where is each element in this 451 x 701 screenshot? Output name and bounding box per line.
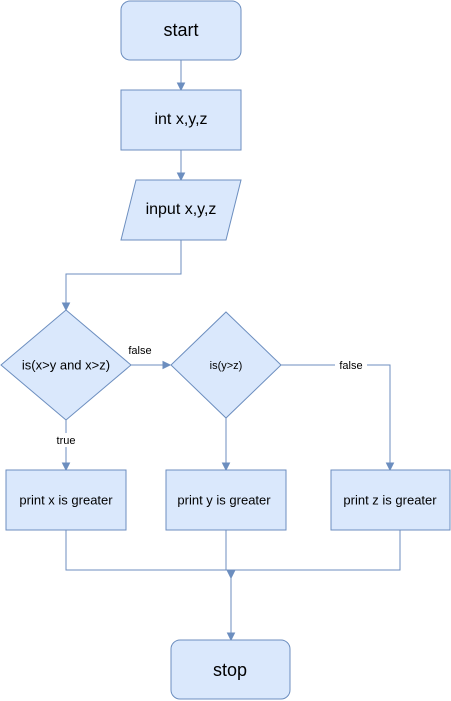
false-label-bg	[125, 343, 155, 357]
false-label-bg	[335, 358, 367, 372]
stop-terminator	[170, 639, 291, 700]
input-parallelogram	[120, 179, 242, 241]
false-label-decision1: false	[128, 345, 151, 357]
print-y-process	[165, 469, 287, 531]
decision1-node: is(x>y and x>z)	[0, 309, 132, 421]
declare-node: int x,y,z	[120, 89, 242, 151]
arrowhead	[226, 570, 236, 580]
decision2-node: is(y>z)	[170, 311, 282, 419]
edge-labels: false true false	[52, 343, 367, 447]
stop-label: stop	[213, 660, 247, 680]
edge-print-x-to-merge	[65, 530, 401, 571]
true-label-decision1: true	[57, 435, 76, 447]
true-label-bg	[52, 433, 80, 447]
start-label: start	[163, 20, 198, 40]
edge-decision2-to-print-z	[281, 364, 391, 464]
print-z-label: print z is greater	[343, 492, 437, 507]
arrowhead	[162, 360, 172, 370]
declare-label: int x,y,z	[154, 111, 207, 128]
arrowhead	[385, 462, 395, 472]
arrowhead	[61, 462, 71, 472]
print-x-label: print x is greater	[19, 492, 113, 507]
print-y-label: print y is greater	[177, 492, 271, 507]
input-label: input x,y,z	[146, 201, 217, 218]
arrowhead	[176, 82, 186, 92]
decision2-label: is(y>z)	[210, 360, 243, 372]
start-terminator	[120, 0, 242, 61]
arrowhead	[221, 462, 231, 472]
arrowhead	[61, 302, 71, 312]
print-x-node: print x is greater	[5, 469, 127, 531]
stop-node: stop	[170, 639, 291, 700]
decision1-label: is(x>y and x>z)	[22, 357, 110, 372]
print-y-node: print y is greater	[165, 469, 287, 531]
false-label-decision2: false	[339, 360, 362, 372]
print-z-process	[330, 469, 451, 531]
declare-process	[120, 89, 242, 151]
input-node: input x,y,z	[120, 179, 242, 241]
start-node: start	[120, 0, 242, 61]
arrowhead	[226, 632, 236, 642]
print-z-node: print z is greater	[330, 469, 451, 531]
decision2-diamond	[170, 311, 282, 419]
edge-input-to-decision1	[65, 240, 182, 304]
decision1-diamond	[0, 309, 132, 421]
arrowhead	[176, 172, 186, 182]
print-x-process	[5, 469, 127, 531]
